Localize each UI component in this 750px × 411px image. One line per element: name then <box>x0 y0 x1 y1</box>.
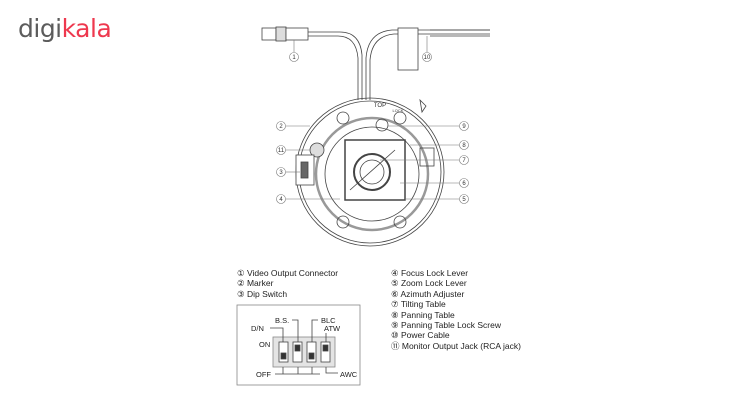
callout-8: 8 <box>462 143 466 149</box>
callout-6: 6 <box>462 181 466 187</box>
legend-item: ⑧ Panning Table <box>391 309 455 320</box>
callout-7: 7 <box>462 158 466 164</box>
callout-3: 3 <box>279 170 283 176</box>
callout-2: 2 <box>279 124 283 130</box>
legend-item: ⑪ Monitor Output Jack (RCA jack) <box>391 340 521 351</box>
callout-10: 10 <box>424 55 431 61</box>
dip-label-bs: B.S. <box>275 316 289 325</box>
callout-5: 5 <box>462 197 466 203</box>
callout-11: 11 <box>278 148 285 154</box>
legend-item: ⑤ Zoom Lock Lever <box>391 278 467 289</box>
legend-item: ⑦ Tilting Table <box>391 299 446 310</box>
callout-9: 9 <box>462 124 466 130</box>
dip-label-blc: BLC <box>321 316 336 325</box>
legend-item: ① Video Output Connector <box>237 268 339 278</box>
legend-item: ② Marker <box>237 278 274 289</box>
video-output-connector <box>261 26 363 100</box>
dip-label-on: ON <box>259 340 270 349</box>
legend-left: ① Video Output Connector ② Marker ③ Dip … <box>237 268 338 299</box>
camera-body: TOP LOCK <box>295 97 445 247</box>
lock-mark: LOCK <box>393 108 404 113</box>
top-mark: TOP <box>374 103 386 109</box>
legend-right: ④ Focus Lock Lever ⑤ Zoom Lock Lever ⑥ A… <box>391 268 521 351</box>
legend-item: ③ Dip Switch <box>237 288 288 299</box>
digikala-logo[interactable]: digikala <box>18 14 112 43</box>
callout-1: 1 <box>292 55 296 61</box>
power-cable <box>365 27 490 100</box>
dip-label-off: OFF <box>256 370 271 379</box>
dip-label-atw: ATW <box>324 324 341 333</box>
dip-label-awc: AWC <box>340 370 358 379</box>
legend-item: ⑥ Azimuth Adjuster <box>391 288 465 299</box>
dip-switch-diagram: B.S. BLC D/N ATW ON OFF AWC <box>236 304 361 386</box>
legend-item: ④ Focus Lock Lever <box>391 268 469 278</box>
legend-item: ⑨ Panning Table Lock Screw <box>391 320 501 331</box>
legend-item: ⑩ Power Cable <box>391 330 450 341</box>
callouts <box>276 36 469 204</box>
dip-label-dn: D/N <box>251 324 264 333</box>
callout-4: 4 <box>279 197 283 203</box>
